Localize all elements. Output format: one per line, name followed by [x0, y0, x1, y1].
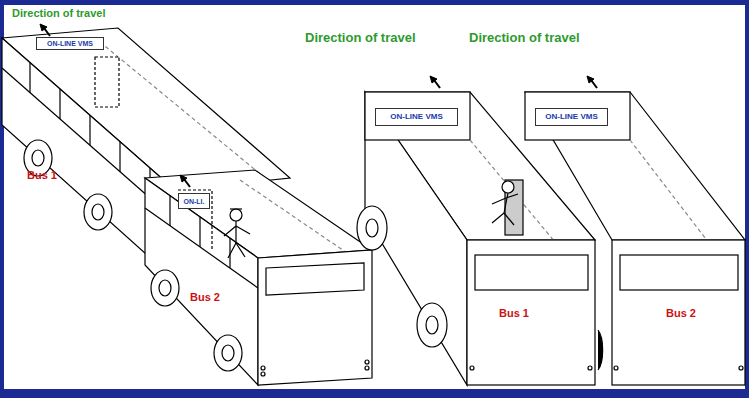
direction-arrows — [40, 24, 597, 187]
hub — [32, 150, 44, 166]
bus-front — [258, 250, 372, 385]
hub — [366, 219, 378, 237]
person-hat — [230, 208, 242, 209]
right-person — [492, 181, 518, 225]
roof-dashes — [240, 180, 350, 255]
headlight — [614, 366, 618, 370]
bus-label: Bus 1 — [499, 308, 529, 319]
wheel — [357, 206, 387, 250]
side-dashes — [470, 140, 595, 290]
headlight — [588, 366, 592, 370]
direction-label: Direction of travel — [12, 8, 106, 19]
bus-back — [525, 92, 630, 140]
doorway — [178, 190, 212, 250]
bus-label: Bus 2 — [666, 308, 696, 319]
hub — [159, 280, 171, 296]
bus-front — [467, 240, 595, 385]
person-limbs — [492, 193, 518, 225]
vms-sign: ON-LINE VMS — [375, 108, 458, 126]
headlight — [365, 360, 369, 364]
sign-text: ON-LI. — [184, 198, 205, 205]
direction-label: Direction of travel — [305, 31, 416, 44]
headlight — [365, 366, 369, 370]
bus-label: Bus 1 — [27, 170, 57, 181]
wheel — [84, 194, 112, 230]
right-bus-1 — [357, 92, 603, 385]
front-window — [620, 255, 738, 290]
hub — [426, 316, 438, 334]
bus-label: Bus 2 — [190, 292, 220, 303]
person-head — [230, 209, 242, 221]
headlight — [739, 366, 743, 370]
wheel — [417, 303, 447, 347]
headlight — [261, 366, 265, 370]
sign-text: ON-LINE VMS — [47, 40, 93, 47]
hub — [222, 345, 234, 361]
front-window — [475, 255, 588, 290]
sign-text: ON-LINE VMS — [545, 113, 597, 121]
direction-label: Direction of travel — [469, 31, 580, 44]
wheel — [214, 335, 242, 371]
vms-sign: ON-LINE VMS — [36, 37, 104, 50]
headlight — [470, 366, 474, 370]
sign-text: ON-LINE VMS — [390, 113, 442, 121]
bus-back — [365, 92, 470, 140]
left-bus-2 — [145, 170, 372, 385]
arrow-head — [180, 175, 187, 182]
wheel — [598, 330, 603, 370]
headlight — [261, 372, 265, 376]
left-person — [224, 209, 250, 258]
wheel — [151, 270, 179, 306]
doorway — [95, 57, 119, 107]
arrow-head — [587, 76, 594, 83]
person-limbs — [224, 221, 250, 258]
bus-front — [612, 240, 745, 385]
front-window — [266, 263, 364, 295]
arrow-head — [430, 76, 437, 83]
person-head — [502, 181, 514, 193]
arrow-head — [40, 24, 47, 31]
bus-side — [145, 178, 258, 385]
vms-sign: ON-LINE VMS — [535, 108, 608, 126]
hub — [92, 204, 104, 220]
vms-sign: ON-LI. — [178, 193, 210, 209]
